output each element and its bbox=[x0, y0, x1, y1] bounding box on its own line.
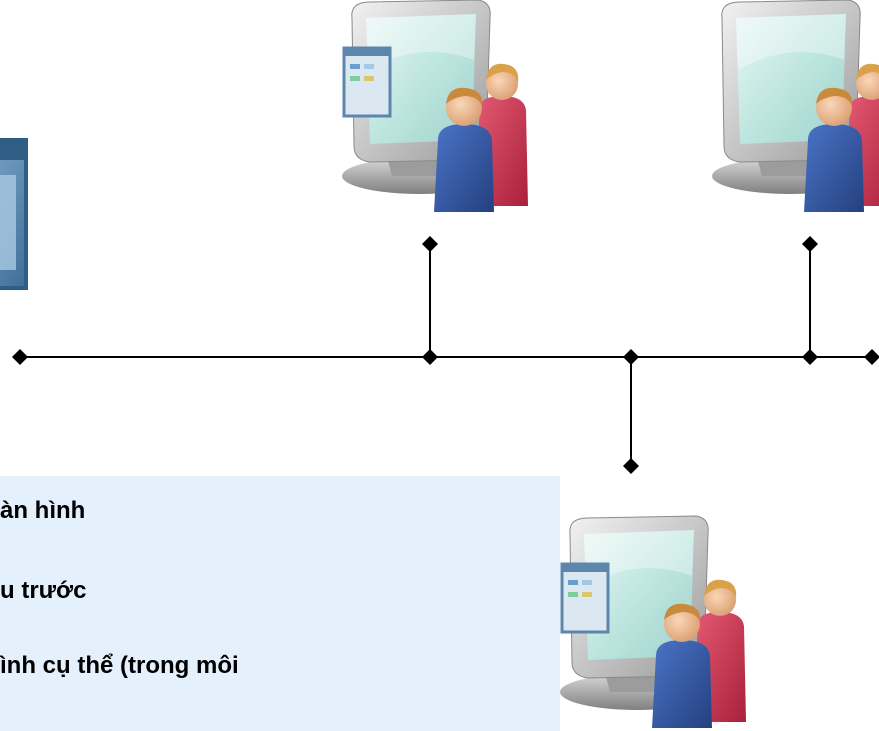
partial-window-icon bbox=[0, 138, 28, 290]
workstation-user-icon bbox=[711, 0, 879, 212]
network-nodes bbox=[12, 236, 879, 474]
text-line-1: àn hình bbox=[0, 497, 86, 524]
node bbox=[864, 349, 879, 365]
node bbox=[802, 236, 818, 252]
node bbox=[422, 236, 438, 252]
text-panel bbox=[0, 476, 560, 731]
node bbox=[12, 349, 28, 365]
network-bus bbox=[20, 244, 879, 466]
node bbox=[623, 349, 639, 365]
workstation-user-icon bbox=[559, 515, 746, 728]
node bbox=[802, 349, 818, 365]
workstation-user-icon bbox=[341, 0, 528, 212]
text-line-2: u trước bbox=[0, 577, 87, 604]
node bbox=[422, 349, 438, 365]
text-line-3: ình cụ thể (trong môi bbox=[0, 652, 239, 679]
node bbox=[623, 458, 639, 474]
